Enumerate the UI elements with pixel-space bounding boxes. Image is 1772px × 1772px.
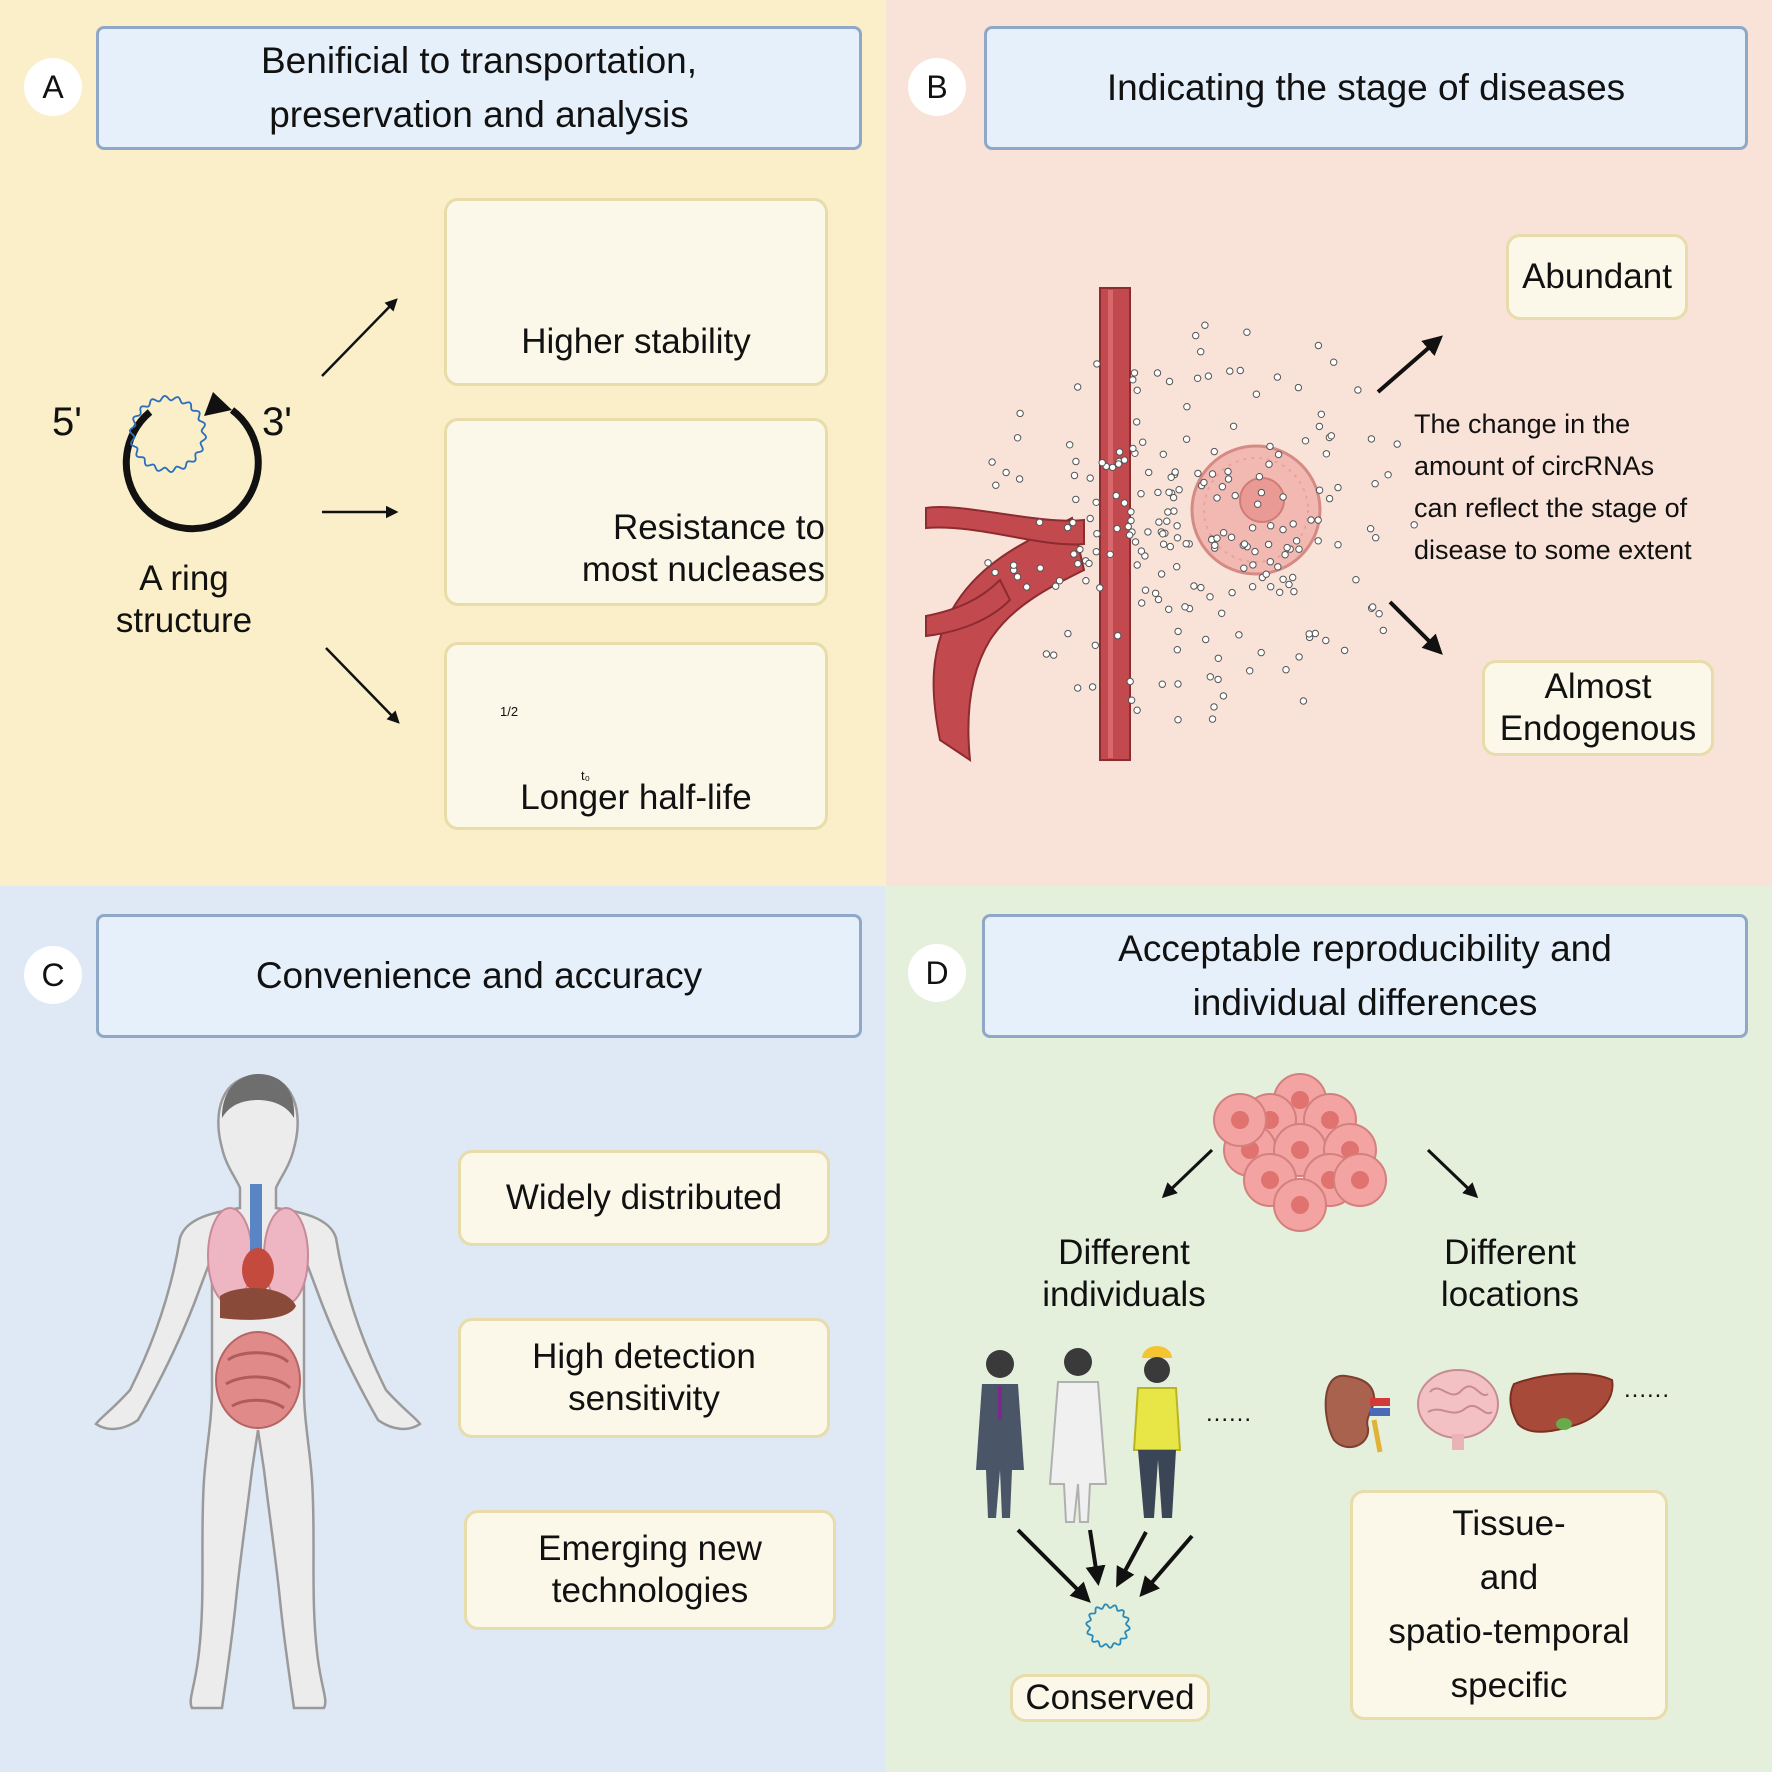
label-line: Emerging new	[538, 1529, 762, 1568]
panel-b-title: Indicating the stage of diseases	[984, 26, 1748, 150]
label-line: and	[1479, 1557, 1539, 1597]
note-line: amount of circRNAs	[1414, 450, 1655, 481]
panel-a-title: Benificial to transportation, preservati…	[96, 26, 862, 150]
label-line: Almost	[1544, 667, 1652, 706]
title-line: individual differences	[1192, 982, 1538, 1023]
label-line: spatio-temporal	[1388, 1612, 1630, 1651]
stability-label: Higher stability	[521, 322, 751, 361]
ring-structure-label: A ring structure	[84, 558, 284, 642]
title-line: Benificial to transportation,	[260, 40, 697, 82]
title-line: Convenience and accuracy	[255, 955, 703, 997]
label-line: locations	[1440, 1275, 1580, 1314]
panel-letter-d: D	[908, 944, 966, 1002]
label-line: most nucleases	[581, 550, 825, 589]
different-locations-label: Different locations	[1410, 1232, 1610, 1316]
abundant-label: Abundant	[1522, 257, 1672, 296]
nuclease-resistance-box: Resistance to most nucleases	[444, 418, 828, 606]
label-line: structure	[115, 601, 253, 640]
label-line: technologies	[551, 1571, 749, 1610]
note-line: disease to some extent	[1414, 534, 1692, 565]
ellipsis-organs: ......	[1624, 1376, 1671, 1403]
abundant-box: Abundant	[1506, 234, 1688, 320]
label-line: Different	[1058, 1233, 1190, 1272]
circrna-stage-note: The change in the amount of circRNAs can…	[1414, 404, 1692, 571]
halflife-label: Longer half-life	[520, 778, 752, 817]
conserved-box: Conserved	[1010, 1674, 1210, 1722]
three-prime-label: 3'	[262, 400, 292, 444]
graph-x-tick: t₀	[581, 768, 591, 783]
endogenous-box: Almost Endogenous	[1482, 660, 1714, 756]
detection-sensitivity-box: High detection sensitivity	[458, 1318, 830, 1438]
title-line: Acceptable reproducibility and	[1118, 928, 1612, 970]
tissue-specific-box: Tissue- and spatio-temporal specific	[1350, 1490, 1668, 1720]
different-individuals-label: Different individuals	[1024, 1232, 1224, 1316]
label-line: Tissue-	[1452, 1503, 1566, 1543]
title-line: preservation and analysis	[269, 94, 689, 135]
label-line: individuals	[1042, 1275, 1206, 1314]
panel-letter-c: C	[24, 946, 82, 1004]
label-line: Endogenous	[1499, 709, 1697, 748]
label-line: High detection	[532, 1337, 756, 1376]
graph-y-tick: 1/2	[500, 704, 519, 719]
label-line: A ring	[139, 559, 229, 598]
label-line: sensitivity	[568, 1379, 720, 1418]
half-life-box: Longer half-life	[444, 642, 828, 830]
conserved-label: Conserved	[1025, 1678, 1195, 1717]
panel-letter-a: A	[24, 58, 82, 116]
panel-letter-b: B	[908, 58, 966, 116]
label-line: Different	[1444, 1233, 1576, 1272]
note-line: can reflect the stage of	[1414, 492, 1688, 523]
label-line: specific	[1450, 1666, 1568, 1706]
label-line: Resistance to	[612, 508, 825, 547]
note-line: The change in the	[1414, 409, 1631, 439]
new-technologies-box: Emerging new technologies	[464, 1510, 836, 1630]
five-prime-label: 5'	[52, 400, 82, 444]
panel-d-title: Acceptable reproducibility and individua…	[982, 914, 1748, 1038]
higher-stability-box: Higher stability	[444, 198, 828, 386]
title-line: Indicating the stage of diseases	[1106, 67, 1626, 109]
widely-distributed-box: Widely distributed	[458, 1150, 830, 1246]
ellipsis-people: ......	[1206, 1400, 1253, 1427]
panel-c-title: Convenience and accuracy	[96, 914, 862, 1038]
widely-label: Widely distributed	[505, 1178, 783, 1217]
